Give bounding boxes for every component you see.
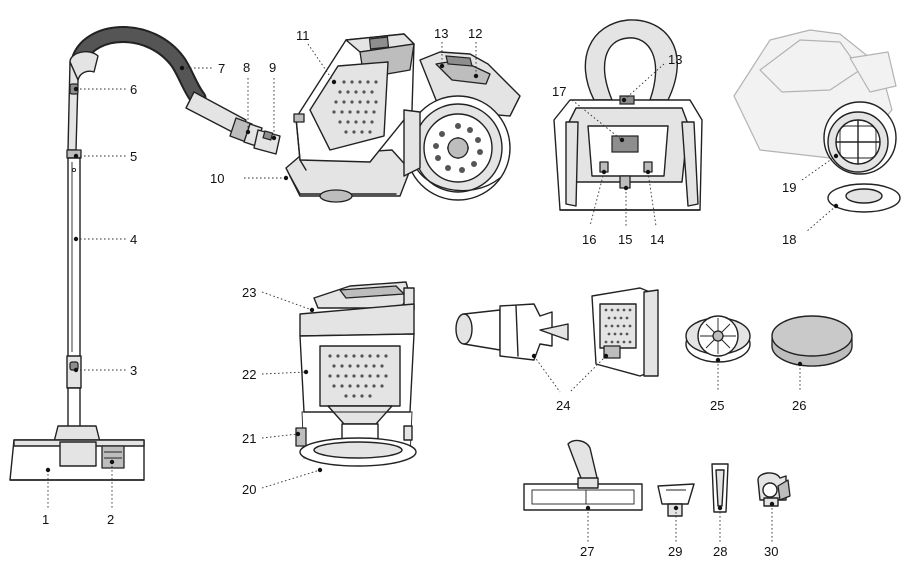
callout-4: 4 xyxy=(130,232,137,247)
callout-9: 9 xyxy=(269,60,276,75)
wand-assembly xyxy=(9,26,281,481)
callout-14: 14 xyxy=(650,232,664,247)
callout-19: 19 xyxy=(782,180,796,195)
callout-5: 5 xyxy=(130,149,137,164)
callout-8: 8 xyxy=(243,60,250,75)
crevice-tool xyxy=(711,463,729,513)
body-dust-container xyxy=(293,33,415,171)
main-body xyxy=(285,33,521,203)
sponge-filter xyxy=(771,315,853,367)
callout-18: 18 xyxy=(782,232,796,247)
callout-7: 7 xyxy=(218,61,225,76)
hose-clip xyxy=(757,472,791,507)
callout-29: 29 xyxy=(668,544,682,559)
callout-28: 28 xyxy=(713,544,727,559)
callout-11: 11 xyxy=(296,28,310,43)
callout-25: 25 xyxy=(710,398,724,413)
brush-nozzle xyxy=(657,483,695,517)
dust-container xyxy=(295,281,417,467)
callout-dots xyxy=(45,63,839,511)
callout-13-body: 13 xyxy=(434,26,448,41)
callout-3: 3 xyxy=(130,363,137,378)
callout-1: 1 xyxy=(42,512,49,527)
cyclone-filter xyxy=(455,287,659,377)
flexible-hose xyxy=(71,26,281,155)
telescopic-tube xyxy=(66,149,82,429)
callout-16: 16 xyxy=(582,232,596,247)
callout-10: 10 xyxy=(210,171,224,186)
callout-27: 27 xyxy=(580,544,594,559)
leader-lines xyxy=(47,42,837,542)
filter-holder xyxy=(685,315,751,363)
floor-brush xyxy=(9,425,145,481)
callout-6: 6 xyxy=(130,82,137,97)
handle xyxy=(67,51,99,151)
callout-23: 23 xyxy=(242,285,256,300)
callout-17: 17 xyxy=(552,84,566,99)
callout-24: 24 xyxy=(556,398,570,413)
callout-2: 2 xyxy=(107,512,114,527)
callout-labels: 1 2 3 4 5 6 7 8 9 10 11 13 12 13 17 16 1… xyxy=(42,26,806,559)
callout-26: 26 xyxy=(792,398,806,413)
rear-view xyxy=(553,19,703,211)
callout-21: 21 xyxy=(242,431,256,446)
rear-wheel xyxy=(405,95,511,201)
perforation-grid xyxy=(332,80,378,134)
callout-30: 30 xyxy=(764,544,778,559)
callout-15: 15 xyxy=(618,232,632,247)
upholstery-nozzle xyxy=(523,439,643,511)
callout-13-rear: 13 xyxy=(668,52,682,67)
filter-cover-view xyxy=(733,29,901,213)
callout-12: 12 xyxy=(468,26,482,41)
callout-22: 22 xyxy=(242,367,256,382)
callout-20: 20 xyxy=(242,482,256,497)
